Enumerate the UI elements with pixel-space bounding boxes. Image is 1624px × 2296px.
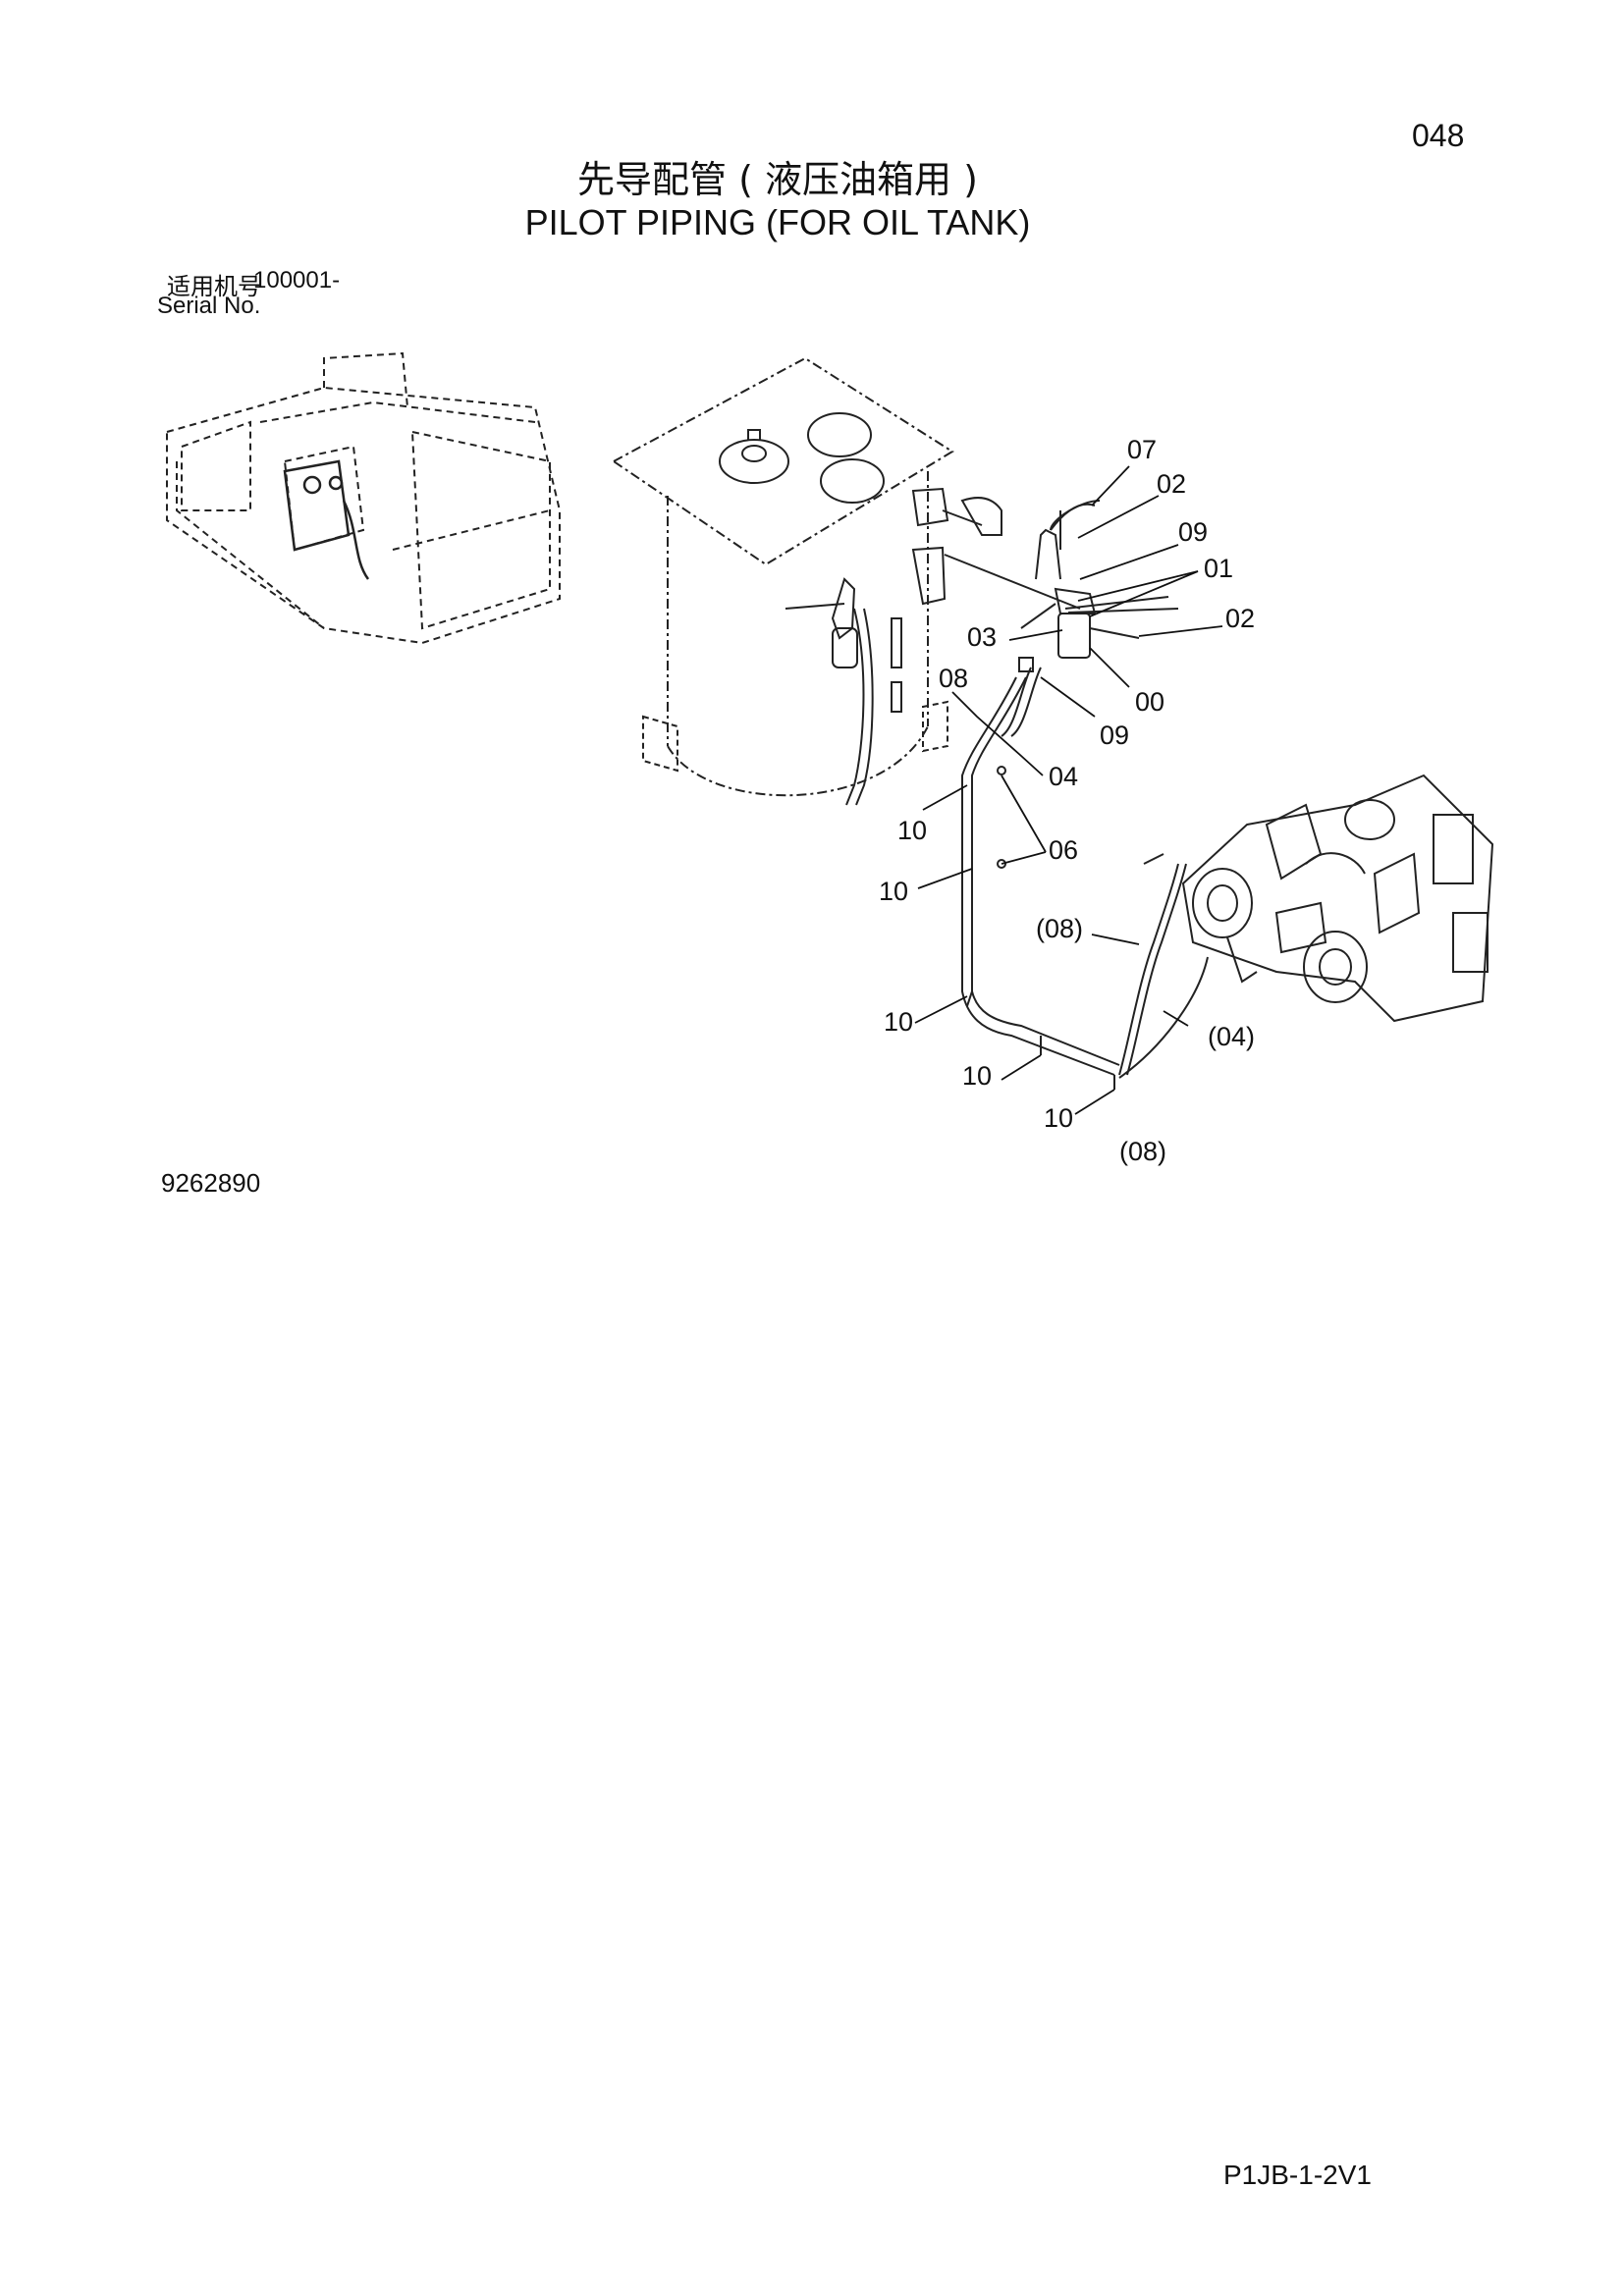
- drawing-number: 9262890: [161, 1168, 261, 1198]
- page-number: 048: [1412, 118, 1465, 153]
- pilot-hose-routing: [961, 676, 1209, 1090]
- page-code: P1JB-1-2V1: [1223, 2160, 1372, 2190]
- machine-oil-tank-detail: [283, 459, 370, 580]
- callout-label: (08): [1119, 1137, 1166, 1166]
- pilot-filter-assembly: [1001, 500, 1179, 737]
- callout-label: 00: [1135, 687, 1164, 717]
- callout-label: 09: [1100, 721, 1129, 750]
- callout-label: 04: [1049, 762, 1078, 791]
- callout-label: 09: [1178, 517, 1208, 547]
- callout-label: 02: [1157, 469, 1186, 499]
- callout-label: (08): [1036, 914, 1083, 943]
- serial-label-chinese: 适用机号: [167, 273, 261, 300]
- callout-labels: 07 02 09 01 02 03 00 08 09 04 10 06 10 (…: [879, 435, 1255, 1166]
- callout-label: 06: [1049, 835, 1078, 865]
- callout-label: 02: [1225, 604, 1255, 633]
- leader-lines: [914, 465, 1223, 1115]
- callout-label: 10: [1044, 1103, 1073, 1133]
- title-english: PILOT PIPING (FOR OIL TANK): [524, 202, 1031, 242]
- callout-label: 08: [939, 664, 968, 693]
- callout-label: 01: [1204, 554, 1233, 583]
- serial-number-value: 100001-: [253, 267, 341, 294]
- title-chinese: 先导配管 ( 液压油箱用 ): [577, 158, 978, 201]
- callout-label: 10: [884, 1007, 913, 1037]
- main-pump-illustration: [1181, 774, 1494, 1023]
- serial-label-english: Serial No.: [157, 293, 261, 319]
- callout-label: 03: [967, 622, 997, 652]
- hydraulic-oil-tank: [612, 356, 1081, 806]
- callout-label: 10: [962, 1061, 992, 1091]
- machine-overview-illustration: [166, 351, 561, 645]
- callout-label: 10: [897, 816, 927, 845]
- callout-label: 07: [1127, 435, 1157, 464]
- callout-label: 10: [879, 877, 908, 906]
- callout-label: (04): [1208, 1022, 1255, 1051]
